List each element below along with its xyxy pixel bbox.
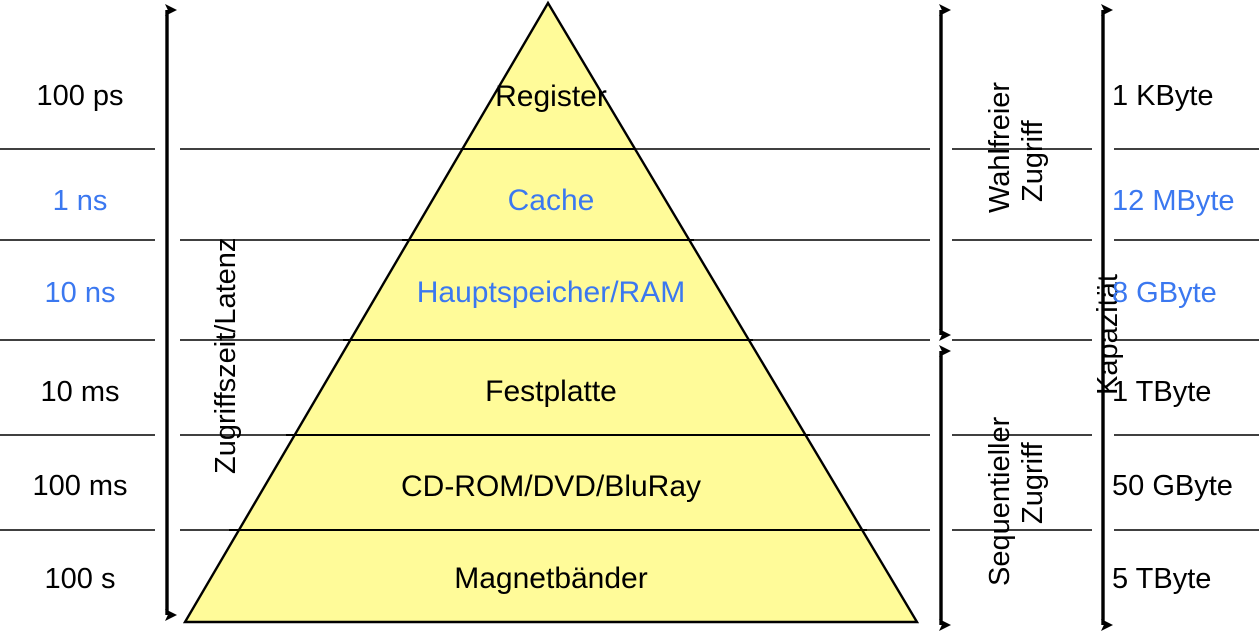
tier-label-optical: CD-ROM/DVD/BluRay — [400, 470, 702, 503]
latency-value-ram: 10 ns — [44, 277, 116, 309]
tier-label-register: Register — [495, 80, 607, 113]
pyramid-shape — [182, 0, 920, 624]
random-access-label-line1: Wahlfreier — [984, 81, 1016, 213]
latency-value-disk: 10 ms — [40, 376, 120, 408]
latency-value-tape: 100 s — [44, 563, 116, 595]
latency-axis-label: Zugriffszeit/Latenz — [210, 237, 242, 474]
capacity-value-tape: 5 TByte — [1112, 563, 1212, 595]
capacity-value-cache: 12 MByte — [1112, 185, 1235, 217]
sequential-access-label-line1: Sequentieller — [984, 416, 1016, 586]
capacity-value-disk: 1 TByte — [1112, 376, 1212, 408]
pyramid-tier-separators — [229, 148, 867, 531]
capacity-value-ram: 8 GByte — [1112, 277, 1217, 309]
random-access-label-line2: Zugriff — [1017, 120, 1049, 202]
latency-value-cache: 1 ns — [52, 185, 108, 217]
tier-label-festplatte: Festplatte — [485, 375, 617, 408]
capacity-value-register: 1 KByte — [1112, 80, 1214, 112]
latency-value-register: 100 ps — [36, 80, 124, 112]
latency-value-optical: 100 ms — [32, 470, 128, 502]
tier-label-ram: Hauptspeicher/RAM — [416, 276, 686, 309]
sequential-access-label-line2: Zugriff — [1017, 442, 1049, 524]
capacity-value-optical: 50 GByte — [1112, 470, 1233, 502]
tier-label-cache: Cache — [507, 184, 595, 217]
tier-label-tape: Magnetbänder — [454, 562, 648, 595]
